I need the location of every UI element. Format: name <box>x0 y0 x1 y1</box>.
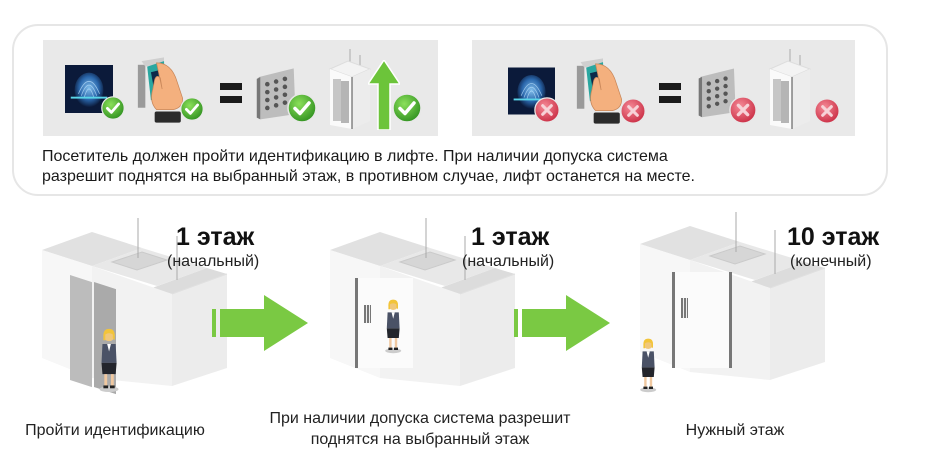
check-icon <box>101 96 125 120</box>
person-icon <box>637 337 661 393</box>
access-denied-panel <box>472 40 855 136</box>
elevator-open-cabin <box>672 272 732 368</box>
floor-note: (конечный) <box>790 253 872 270</box>
floor-title: 10 этаж <box>787 223 880 251</box>
access-granted-panel <box>43 40 438 136</box>
cross-icon <box>729 96 757 124</box>
step-caption: Нужный этаж <box>685 422 785 439</box>
check-icon <box>392 93 422 123</box>
elevator-open-cabin <box>355 278 413 368</box>
person-icon <box>95 327 125 393</box>
person-icon <box>382 297 406 355</box>
floor-title: 1 этаж <box>471 223 550 251</box>
next-step-arrow-icon <box>514 295 610 351</box>
check-icon <box>287 93 317 123</box>
floor-note: (начальный) <box>462 253 555 270</box>
floor-note: (начальный) <box>167 253 260 270</box>
cross-icon <box>534 97 560 123</box>
equals-icon <box>659 83 681 105</box>
floor-title: 1 этаж <box>176 223 255 251</box>
description-line-2: разрешит поднятся на выбранный этаж, в п… <box>42 168 695 185</box>
equals-icon <box>220 83 242 105</box>
elevator-keypad <box>681 298 688 318</box>
elevator-keypad <box>364 305 371 323</box>
cross-icon <box>620 98 646 124</box>
check-icon <box>180 97 204 121</box>
description-line-1: Посетитель должен пройти идентификацию в… <box>42 148 668 165</box>
up-arrow-icon <box>368 60 400 130</box>
next-step-arrow-icon <box>212 295 308 351</box>
step-caption: Пройти идентификацию <box>25 422 205 439</box>
step-caption: При наличии допуска система разрешит <box>269 410 571 427</box>
cross-icon <box>814 98 840 124</box>
step-caption: поднятся на выбранный этаж <box>310 431 530 448</box>
elevator-icon <box>768 48 812 130</box>
elevator-icon <box>328 48 372 130</box>
